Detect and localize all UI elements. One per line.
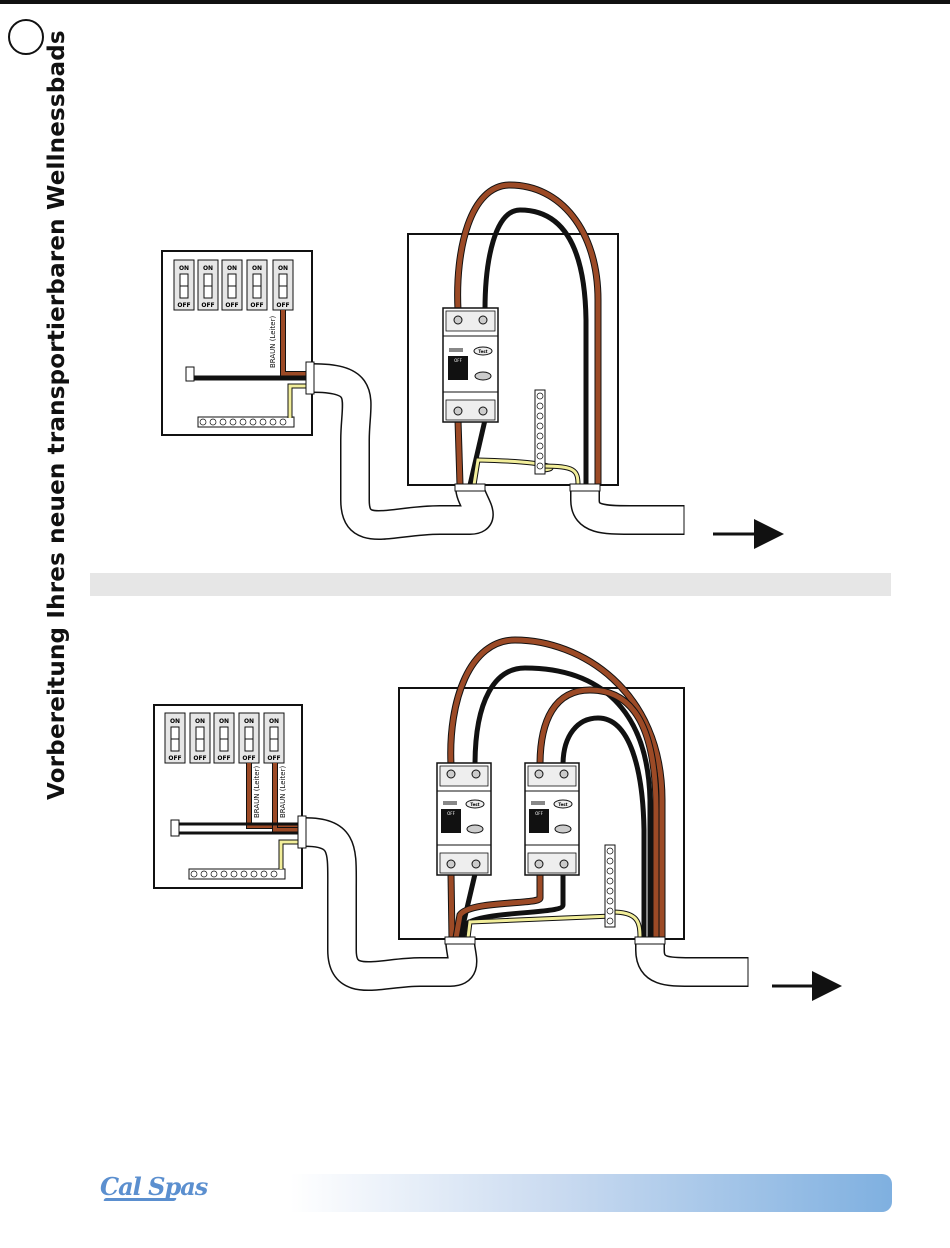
svg-text:ON: ON [170, 718, 180, 725]
conduit-fitting [445, 937, 475, 944]
svg-text:ON: ON [244, 718, 254, 725]
breaker-switch: ON OFF [165, 713, 185, 763]
svg-text:ON: ON [195, 718, 205, 725]
wire-label: BRAUN (Leiter) [279, 766, 287, 818]
svg-text:OFF: OFF [242, 755, 255, 762]
logo-swash [103, 1198, 177, 1201]
breaker-switch: ON OFF [222, 260, 242, 310]
brown-load-wire [451, 874, 452, 938]
conduit-fitting [298, 816, 306, 848]
breaker-switch: ON OFF [174, 260, 194, 310]
gfci-breaker-2b: OFF Test [525, 763, 579, 875]
breaker-row-1: ON OFF ON OFF ON OFF ON OFF [174, 260, 293, 310]
footer-gradient-bar [290, 1174, 892, 1212]
breaker-switch: ON OFF [198, 260, 218, 310]
svg-text:OFF: OFF [267, 755, 280, 762]
breaker-switch: ON OFF [247, 260, 267, 310]
wire-label: BRAUN (Leiter) [269, 316, 277, 368]
brown-load-wire [458, 420, 460, 485]
ground-bar-box-2 [605, 845, 615, 927]
svg-text:ON: ON [227, 265, 237, 272]
svg-text:ON: ON [179, 265, 189, 272]
svg-text:ON: ON [219, 718, 229, 725]
gfci-breaker-2a: OFF Test [437, 763, 491, 875]
gfci-breaker-1: OFF Test [443, 308, 498, 422]
svg-text:OFF: OFF [447, 811, 455, 816]
svg-text:Test: Test [478, 349, 487, 354]
svg-text:OFF: OFF [225, 302, 238, 309]
svg-text:OFF: OFF [535, 811, 543, 816]
diagram-two: ON OFF ON OFF ON OFF ON OFF [154, 640, 836, 987]
svg-text:Test: Test [470, 802, 479, 807]
conduit-fitting [570, 484, 600, 491]
svg-text:ON: ON [203, 265, 213, 272]
neutral-terminal-1 [186, 367, 194, 381]
svg-text:ON: ON [252, 265, 262, 272]
breaker-switch: ON OFF [239, 713, 259, 763]
svg-text:ON: ON [278, 265, 288, 272]
cal-spas-logo: Cal Spas [100, 1172, 207, 1201]
diagram-one: ON OFF ON OFF ON OFF ON OFF [162, 185, 778, 535]
breaker-switch: ON OFF [273, 260, 293, 310]
breaker-switch: ON OFF [264, 713, 284, 763]
svg-text:OFF: OFF [168, 755, 181, 762]
conduit-fitting [635, 937, 665, 944]
conduit-fitting [306, 362, 314, 394]
svg-text:OFF: OFF [276, 302, 289, 309]
neutral-terminal-2 [171, 820, 179, 836]
svg-text:OFF: OFF [454, 358, 462, 363]
svg-text:OFF: OFF [201, 302, 214, 309]
conduit-fitting [455, 484, 485, 491]
svg-text:ON: ON [269, 718, 279, 725]
svg-text:OFF: OFF [193, 755, 206, 762]
svg-text:OFF: OFF [250, 302, 263, 309]
breaker-switch: ON OFF [190, 713, 210, 763]
ground-bar-box-1 [535, 390, 545, 474]
breaker-row-2: ON OFF ON OFF ON OFF ON OFF [165, 713, 284, 763]
wire-label: BRAUN (Leiter) [253, 766, 261, 818]
breaker-switch: ON OFF [214, 713, 234, 763]
svg-text:Test: Test [558, 802, 567, 807]
svg-text:OFF: OFF [177, 302, 190, 309]
svg-text:OFF: OFF [217, 755, 230, 762]
